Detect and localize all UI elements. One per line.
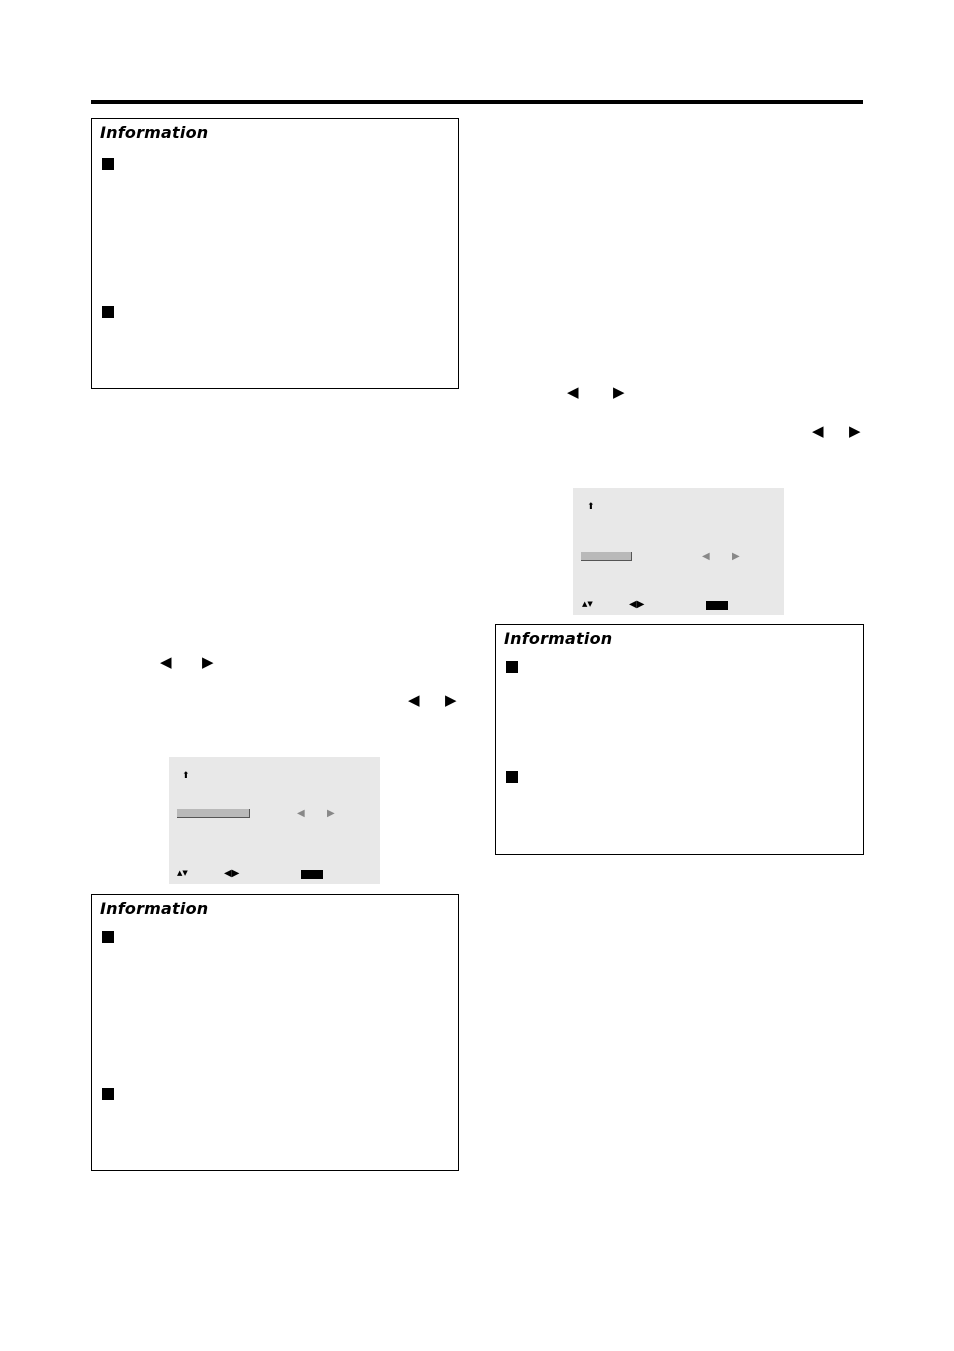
up-down-icon: ▲▼ [177,869,188,877]
left-arrow-icon: ◀ [812,422,824,440]
square-bullet-icon [506,771,518,783]
up-down-icon: ▲▼ [582,600,593,608]
osd-highlight-bar [581,552,632,561]
osd-key-label [706,601,728,610]
square-bullet-icon [102,1088,114,1100]
information-title: Information [504,629,613,648]
right-arrow-icon: ▶ [732,551,740,562]
left-arrow-icon: ◀ [297,808,305,819]
right-arrow-icon: ▶ [613,383,625,401]
left-arrow-icon: ◀ [160,653,172,671]
square-bullet-icon [102,931,114,943]
osd-menu-panel: ⬆ ◀ ▶ ▲▼ ◀▶ [169,757,380,884]
osd-highlight-bar [177,809,250,818]
information-box-3: Information [495,624,864,855]
left-arrow-icon: ◀ [702,551,710,562]
osd-key-label [301,870,323,879]
square-bullet-icon [506,661,518,673]
information-title: Information [100,899,209,918]
left-arrow-icon: ◀ [567,383,579,401]
information-box-2: Information [91,894,459,1171]
header-rule [91,100,863,104]
information-title: Information [100,123,209,142]
right-arrow-icon: ▶ [327,808,335,819]
left-right-icon: ◀▶ [629,599,645,610]
right-arrow-icon: ▶ [202,653,214,671]
up-arrow-icon: ⬆ [182,771,190,781]
left-arrow-icon: ◀ [408,691,420,709]
osd-menu-panel: ⬆ ◀ ▶ ▲▼ ◀▶ [573,488,784,615]
information-box-1: Information [91,118,459,389]
square-bullet-icon [102,306,114,318]
right-arrow-icon: ▶ [445,691,457,709]
left-right-icon: ◀▶ [224,868,240,879]
right-arrow-icon: ▶ [849,422,861,440]
square-bullet-icon [102,158,114,170]
up-arrow-icon: ⬆ [587,502,595,512]
